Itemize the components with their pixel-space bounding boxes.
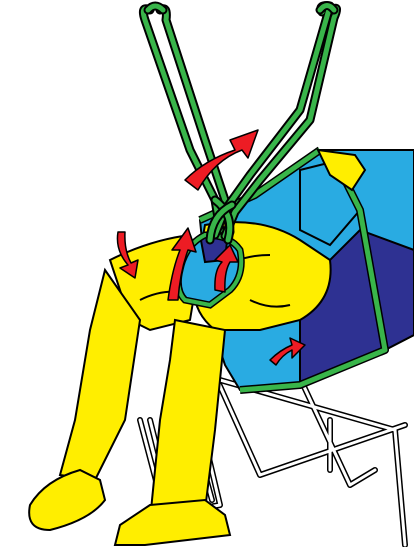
- sling-illustration: [0, 0, 414, 547]
- sling-illustration-svg: [0, 0, 414, 547]
